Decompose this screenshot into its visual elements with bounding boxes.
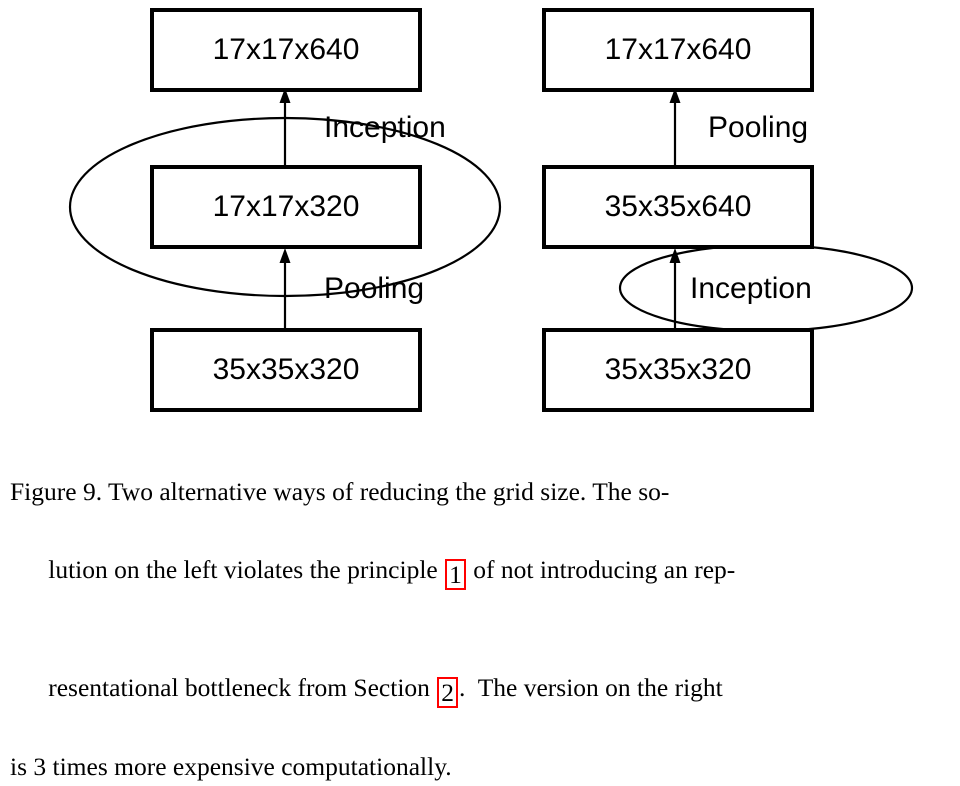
right-box-output-label: 17x17x640 xyxy=(605,33,752,66)
right-edge-label-pooling: Pooling xyxy=(708,111,808,144)
left-box-intermediate-label: 17x17x320 xyxy=(213,190,360,223)
left-box-intermediate: 17x17x320 xyxy=(150,165,422,249)
reference-link-1[interactable]: 1 xyxy=(445,559,466,590)
left-edge-label-pooling: Pooling xyxy=(324,272,424,305)
caption-line-2-text-a: lution on the left violates the principl… xyxy=(48,555,445,584)
figure-page: 17x17x640 17x17x320 35x35x320 Inception … xyxy=(10,8,914,781)
caption-line-2-text-b: of not introducing an rep- xyxy=(466,555,736,584)
left-box-input: 35x35x320 xyxy=(150,328,422,412)
right-edge-label-inception: Inception xyxy=(690,272,812,305)
figure-diagram: 17x17x640 17x17x320 35x35x320 Inception … xyxy=(68,8,914,412)
left-arrow-pooling xyxy=(279,248,291,328)
right-arrow-pooling xyxy=(669,88,681,165)
right-arrow-inception xyxy=(669,248,681,328)
caption-line-3: resentational bottleneck from Section 2.… xyxy=(10,629,954,747)
left-box-output: 17x17x640 xyxy=(150,8,422,92)
right-diagram-group: 17x17x640 35x35x640 35x35x320 Pooling In… xyxy=(542,8,914,412)
left-diagram-group: 17x17x640 17x17x320 35x35x320 Inception … xyxy=(68,8,502,412)
figure-caption: Figure 9. Two alternative ways of reduci… xyxy=(10,472,954,786)
left-box-output-label: 17x17x640 xyxy=(213,33,360,66)
left-highlight-ellipse xyxy=(68,116,502,298)
caption-line-3-text-a: resentational bottleneck from Section xyxy=(48,673,437,702)
reference-link-2[interactable]: 2 xyxy=(437,677,459,708)
right-box-output: 17x17x640 xyxy=(542,8,814,92)
caption-line-3-text-b: . The version on the right xyxy=(459,673,723,702)
left-box-input-label: 35x35x320 xyxy=(213,353,360,386)
diagram-canvas: 17x17x640 17x17x320 35x35x320 Inception … xyxy=(68,8,914,412)
left-arrow-inception xyxy=(279,88,291,165)
caption-line-4: is 3 times more expensive computationall… xyxy=(10,752,452,781)
caption-line-1: Figure 9. Two alternative ways of reduci… xyxy=(10,477,670,506)
caption-line-2: lution on the left violates the principl… xyxy=(10,511,954,629)
right-box-intermediate-label: 35x35x640 xyxy=(605,190,752,223)
right-box-input-label: 35x35x320 xyxy=(605,353,752,386)
right-box-input: 35x35x320 xyxy=(542,328,814,412)
right-box-intermediate: 35x35x640 xyxy=(542,165,814,249)
left-edge-label-inception: Inception xyxy=(324,111,446,144)
